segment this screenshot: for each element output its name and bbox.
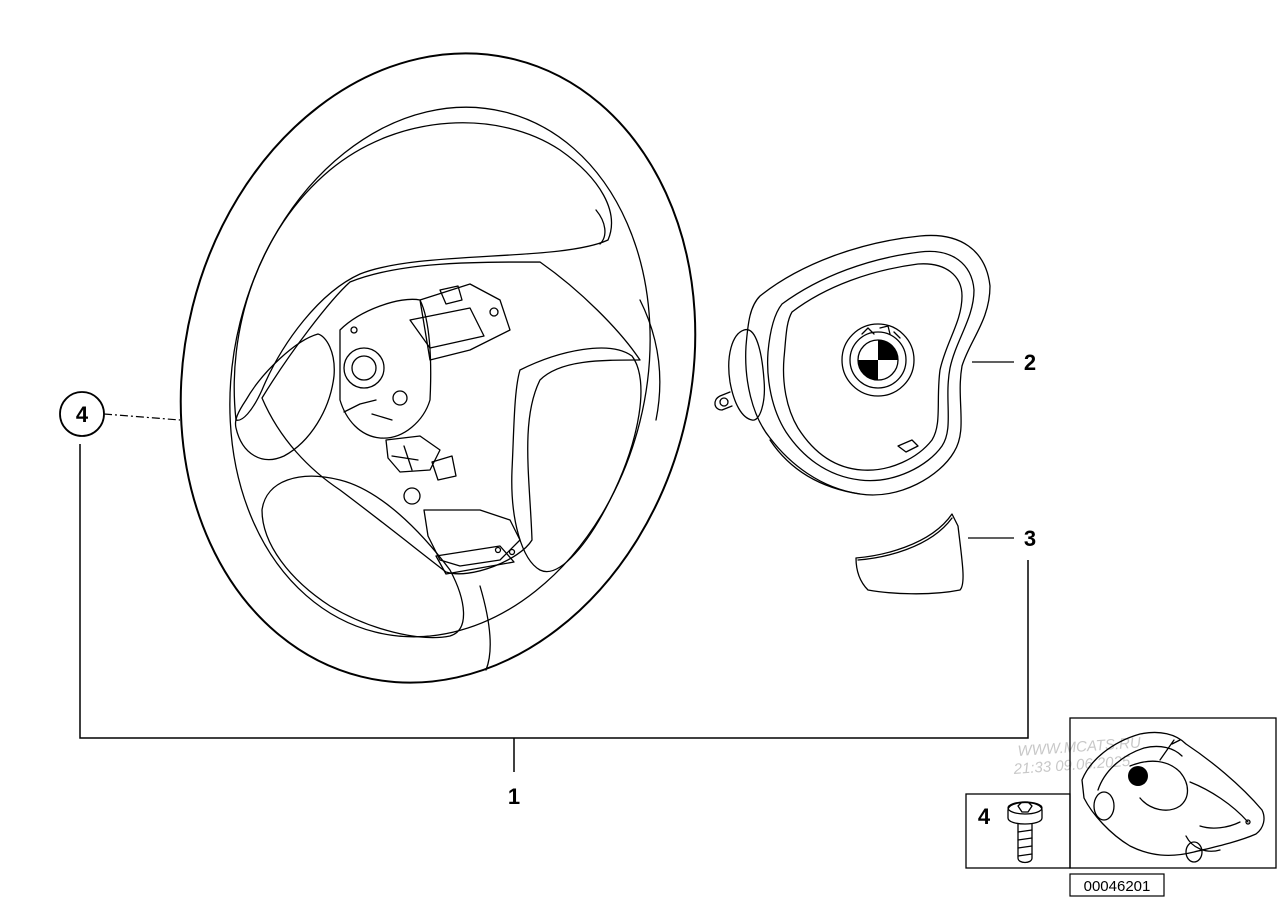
screw-inset-label: 4: [978, 804, 991, 829]
callout-4-circle[interactable]: 4: [59, 391, 105, 437]
hub-mechanism: [339, 283, 521, 575]
reference-number: 00046201: [1069, 873, 1165, 897]
steering-wheel[interactable]: [116, 0, 761, 738]
leader-lines: [79, 361, 1029, 772]
bmw-emblem: [841, 323, 915, 397]
callout-label-3[interactable]: 3: [1024, 526, 1036, 551]
car-locator-inset[interactable]: [1069, 717, 1277, 869]
car-silhouette-icon: [1081, 731, 1265, 863]
reference-number-text: 00046201: [1084, 878, 1151, 895]
callout-label-2[interactable]: 2: [1024, 350, 1036, 375]
callout-label-4: 4: [76, 402, 89, 427]
screw-icon: [1007, 801, 1043, 864]
trim-cover[interactable]: [855, 513, 964, 595]
screw-inset[interactable]: 4: [965, 793, 1071, 869]
airbag-module[interactable]: [714, 234, 991, 496]
callout-label-1[interactable]: 1: [508, 784, 520, 809]
